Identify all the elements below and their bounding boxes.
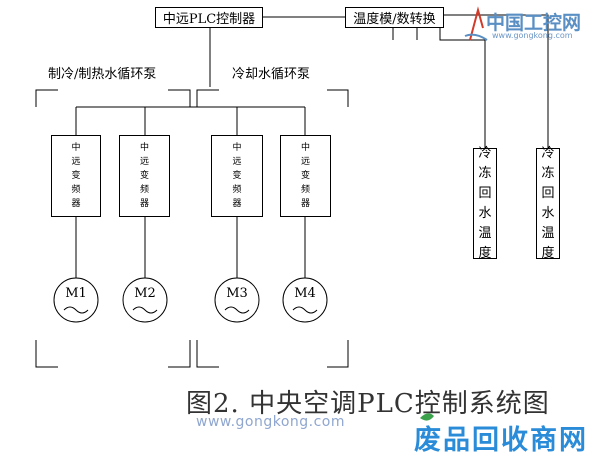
adc-converter-box: 温度模/数转换 (345, 7, 444, 28)
watermark-site: www.gongkong.com (196, 414, 346, 430)
vfd-char: 远 (232, 157, 242, 167)
vfd-box-1: 中 远 变 频 器 (51, 135, 101, 217)
vfd-char: 器 (300, 199, 310, 209)
sensor-char: 回 (541, 185, 555, 201)
plc-controller-label: 中远PLC控制器 (162, 12, 256, 27)
ac-wave-2 (132, 306, 158, 314)
sensor-char: 度 (478, 245, 492, 261)
sensor-char: 冻 (478, 165, 492, 181)
sensor-char: 冻 (541, 165, 555, 181)
vfd-char: 远 (300, 157, 310, 167)
left-group-bracket (35, 89, 191, 368)
vfd-char: 变 (71, 171, 81, 181)
watermark-brand: 中国工控网 (486, 12, 582, 34)
sensor-char: 度 (541, 245, 555, 261)
vfd-char: 远 (139, 157, 149, 167)
vfd-char: 器 (232, 199, 242, 209)
motor-label-1: M1 (65, 286, 87, 301)
vfd-box-4: 中 远 变 频 器 (280, 135, 331, 217)
sensor-char: 冷 (541, 145, 555, 161)
right-group-bracket (196, 89, 349, 368)
vfd-char: 中 (300, 143, 310, 153)
motor-label-3: M3 (226, 286, 248, 301)
motor-circle-1 (53, 277, 99, 323)
sensor-char: 水 (541, 205, 555, 221)
ac-wave-3 (224, 306, 250, 314)
motor-circle-3 (214, 277, 260, 323)
sensor-char: 冷 (478, 145, 492, 161)
left-group-label: 制冷/制热水循环泵 (48, 67, 157, 82)
ac-wave-1 (63, 306, 89, 314)
motor-circle-2 (122, 277, 168, 323)
gongkong-logo-mark (464, 6, 488, 41)
adc-converter-label: 温度模/数转换 (353, 12, 436, 27)
sensor-char: 温 (541, 225, 555, 241)
vfd-char: 变 (139, 171, 149, 181)
chilled-return-temp-sensor-1: 冷 冻 回 水 温 度 (473, 146, 497, 261)
sensor-char: 温 (478, 225, 492, 241)
watermark-recycle: 废品回收商网 (414, 425, 588, 456)
sensor-char: 水 (478, 205, 492, 221)
motor-label-2: M2 (134, 286, 156, 301)
vfd-char: 频 (232, 185, 242, 195)
vfd-char: 中 (71, 143, 81, 153)
vfd-char: 中 (232, 143, 242, 153)
vfd-char: 器 (139, 199, 149, 209)
right-group-label: 冷却水循环泵 (232, 67, 311, 82)
figure-caption: 图2. 中央空调PLC控制系统图 (186, 389, 550, 419)
chilled-return-temp-sensor-2: 冷 冻 回 水 温 度 (536, 146, 560, 261)
vfd-char: 频 (300, 185, 310, 195)
vfd-char: 中 (139, 143, 149, 153)
vfd-char: 变 (232, 171, 242, 181)
vfd-char: 变 (300, 171, 310, 181)
vfd-char: 远 (71, 157, 81, 167)
motor-circles (53, 277, 328, 323)
vfd-char: 频 (139, 185, 149, 195)
adc-to-sensor-1 (439, 27, 486, 148)
motor-label-4: M4 (294, 286, 316, 301)
vfd-char: 器 (71, 199, 81, 209)
ac-wave-4 (292, 306, 318, 314)
vfd-box-2: 中 远 变 频 器 (119, 135, 170, 217)
vfd-box-3: 中 远 变 频 器 (211, 135, 263, 217)
plc-controller-box: 中远PLC控制器 (155, 7, 263, 28)
vfd-char: 频 (71, 185, 81, 195)
sensor-char: 回 (478, 185, 492, 201)
watermark-brand-url: www.gongkong.com (492, 31, 573, 40)
motor-circle-4 (282, 277, 328, 323)
recycle-leaf-mark (420, 413, 434, 421)
